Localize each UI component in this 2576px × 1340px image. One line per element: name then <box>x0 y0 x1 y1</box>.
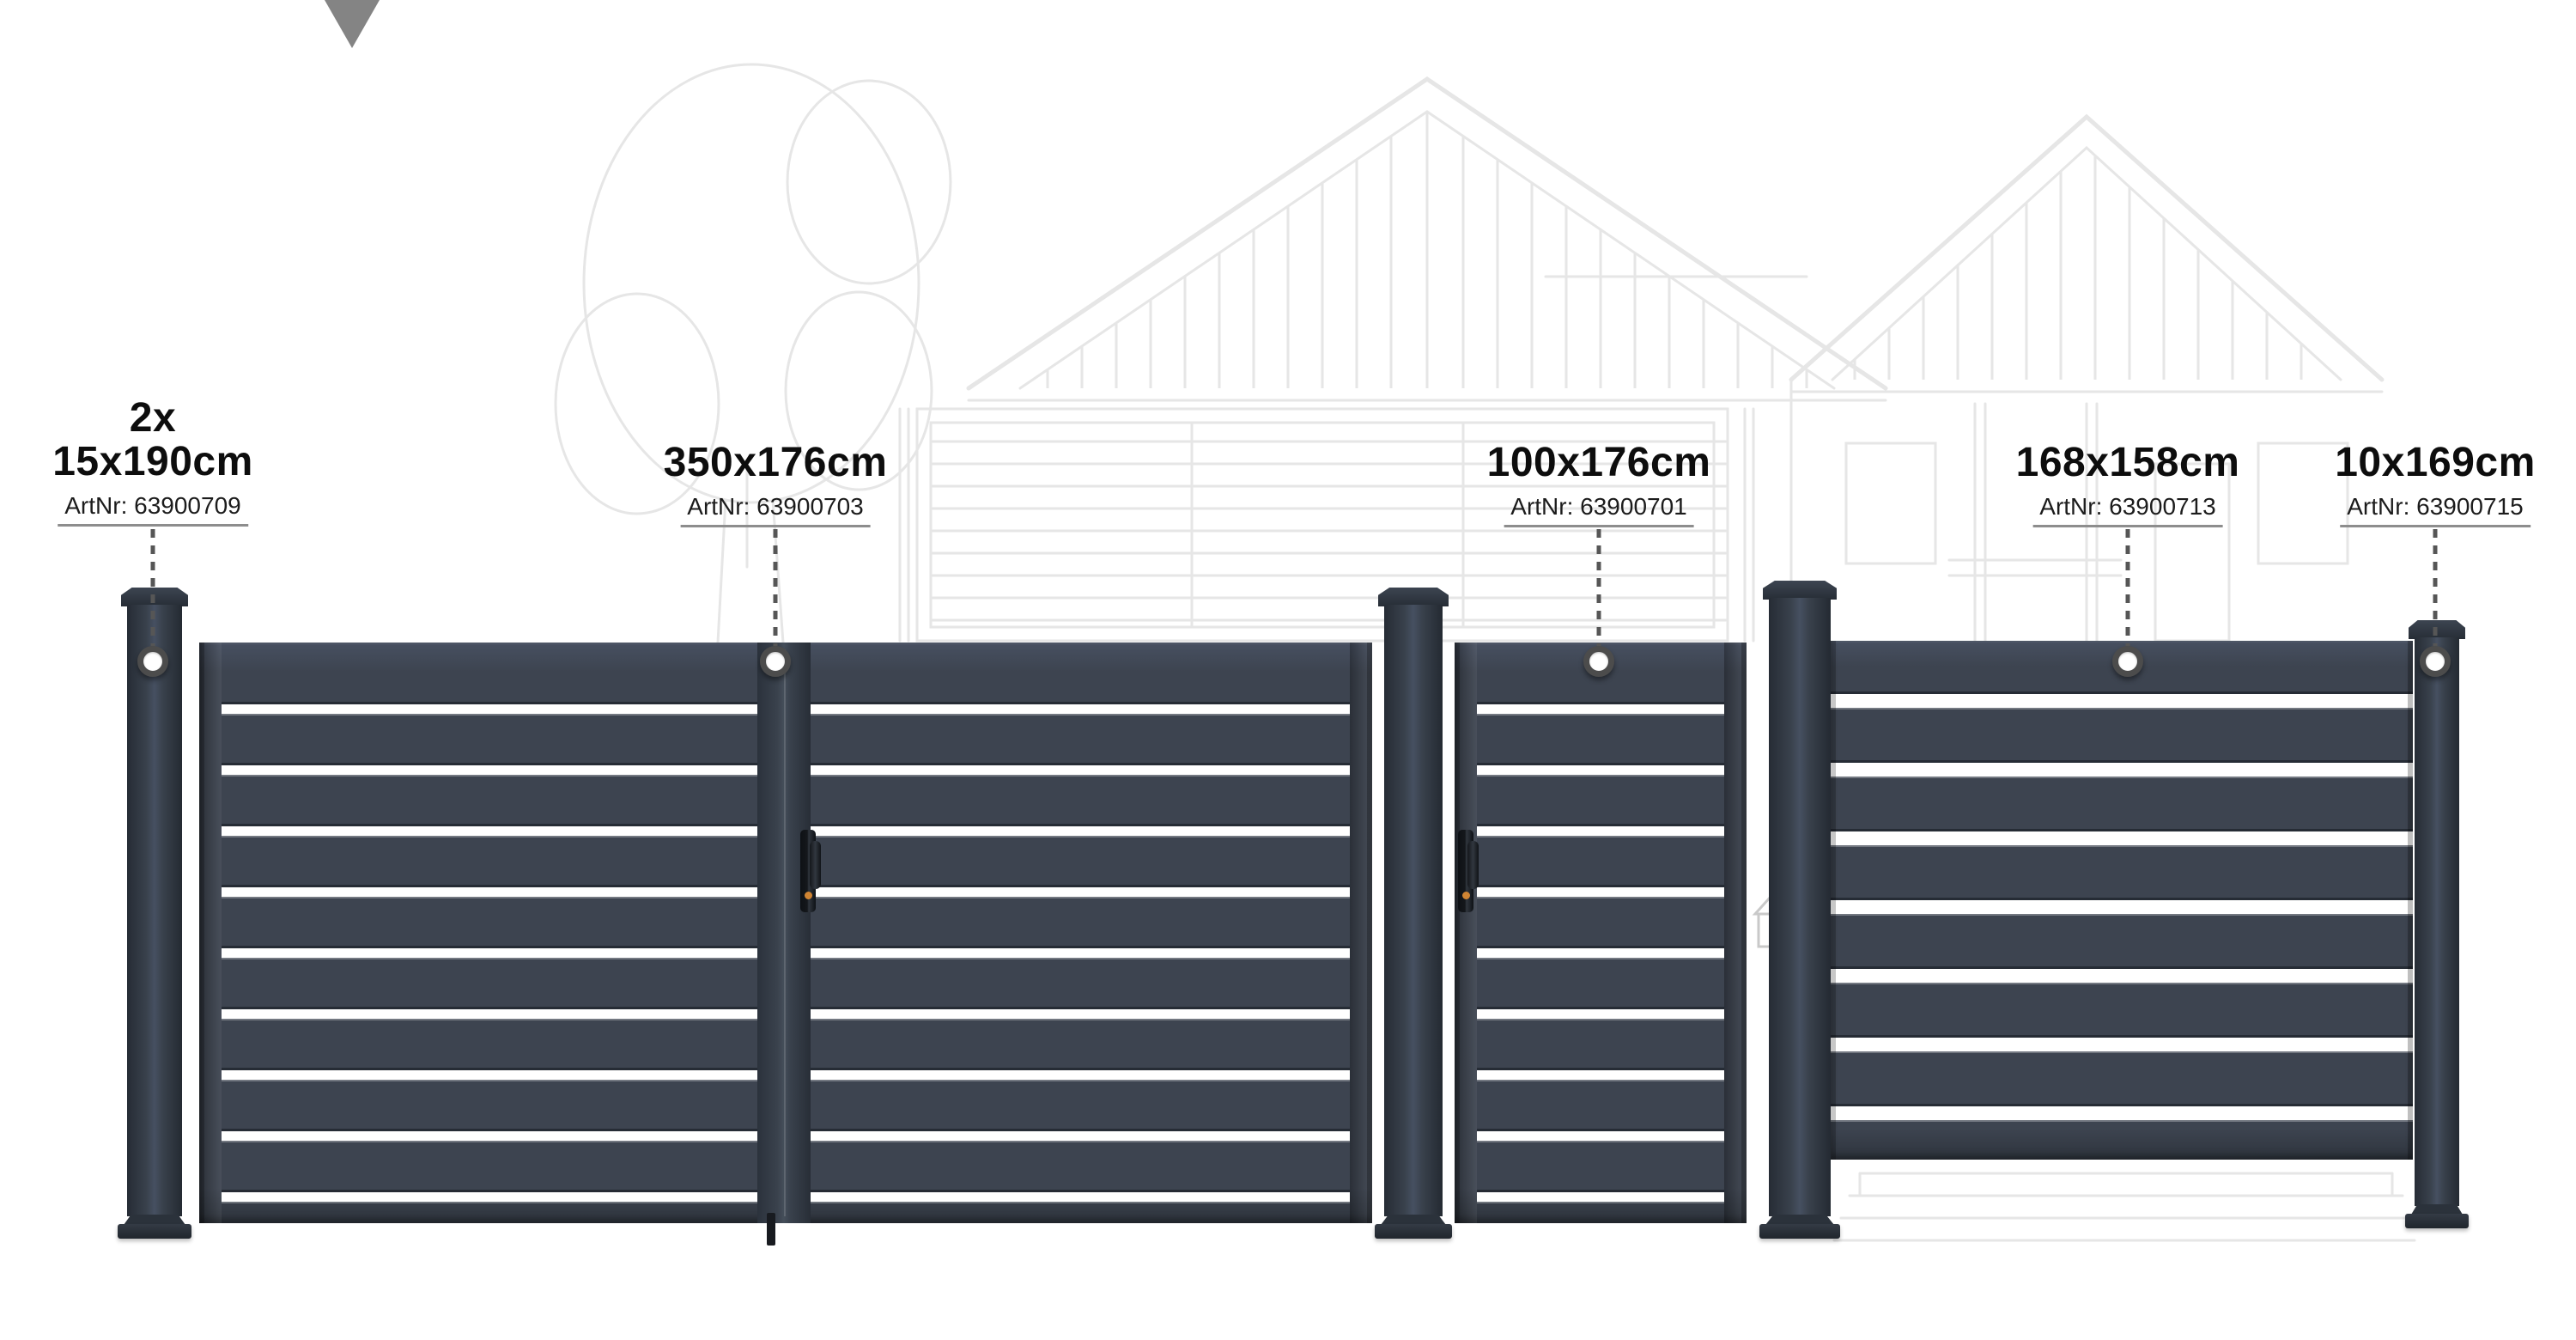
gate-handle <box>1458 830 1489 914</box>
post-body <box>1769 598 1831 1216</box>
post-base-flare <box>2411 1204 2463 1215</box>
artnr-label: ArtNr: 63900709 <box>58 492 248 527</box>
artnr-label: ArtNr: 63900713 <box>2032 493 2223 527</box>
post-body <box>127 605 182 1216</box>
gate-stile-right <box>1350 643 1372 1223</box>
steps-sketch <box>1832 1172 2416 1242</box>
callout-connector-fence-panel <box>2125 529 2130 646</box>
right-house-sketch <box>1544 113 2385 643</box>
dimension-label: 100x176cm <box>1486 440 1711 485</box>
gate-handle <box>800 830 831 914</box>
post-base-plate <box>1375 1224 1452 1239</box>
dimension-label: 10x169cm <box>2335 440 2536 485</box>
tree-sketch <box>554 63 952 644</box>
post-cap <box>1763 581 1837 600</box>
double-gate <box>199 643 1372 1223</box>
gate-drop-bolt <box>767 1213 775 1246</box>
callout-connector-posts <box>150 529 155 646</box>
hotspot-marker-posts[interactable] <box>137 646 168 677</box>
post-base-plate <box>2405 1214 2469 1228</box>
post-base-plate <box>1759 1224 1840 1239</box>
callout-single-gate: 100x176cm ArtNr: 63900701 <box>1486 440 1711 527</box>
post-base-flare <box>1765 1215 1834 1225</box>
tree-tip-silhouette <box>325 0 380 48</box>
callout-double-gate: 350x176cm ArtNr: 63900703 <box>663 440 888 527</box>
callout-end-post: 10x169cm ArtNr: 63900715 <box>2335 440 2536 527</box>
gate-center-stile <box>757 643 811 1223</box>
dimension-label: 15x190cm <box>52 438 253 484</box>
hotspot-marker-end-post[interactable] <box>2420 646 2451 677</box>
callout-connector-end-post <box>2433 529 2438 646</box>
callout-posts: 2x 15x190cm ArtNr: 63900709 <box>52 395 253 527</box>
fence-post-end <box>2405 620 2469 1228</box>
post-body <box>1384 605 1443 1216</box>
handle-lever <box>810 841 821 889</box>
fence-post-left <box>118 588 191 1239</box>
quantity-label: 2x <box>129 395 177 441</box>
post-base-flare <box>124 1215 185 1225</box>
keyhole-cylinder <box>805 892 812 899</box>
keyhole-cylinder <box>1462 892 1470 899</box>
gate-slats <box>1477 655 1724 1206</box>
callout-fence-panel: 168x158cm ArtNr: 63900713 <box>2015 440 2240 527</box>
hotspot-marker-double-gate[interactable] <box>760 646 791 677</box>
fence-post-middle <box>1375 588 1452 1239</box>
callout-connector-double-gate <box>773 529 778 646</box>
post-base-flare <box>1381 1215 1446 1225</box>
post-cap <box>1378 588 1449 606</box>
dimension-label: 350x176cm <box>663 440 888 485</box>
post-body <box>2415 637 2459 1206</box>
hotspot-marker-single-gate[interactable] <box>1583 646 1614 677</box>
post-base-plate <box>118 1224 191 1239</box>
gate-stile-right <box>1724 643 1747 1223</box>
callout-connector-single-gate <box>1596 529 1601 646</box>
gate-slats-right-leaf <box>811 655 1350 1206</box>
fence-post-panel-left <box>1759 581 1840 1239</box>
fence-panel <box>1831 641 2413 1160</box>
panel-slats <box>1831 641 2413 1160</box>
gate-slats-left-leaf <box>222 655 757 1206</box>
garage-sketch <box>898 76 1888 643</box>
single-gate <box>1455 643 1747 1223</box>
hotspot-marker-fence-panel[interactable] <box>2112 646 2143 677</box>
dimension-label: 168x158cm <box>2015 440 2240 485</box>
gate-stile-left <box>1455 643 1477 1223</box>
artnr-label: ArtNr: 63900701 <box>1504 493 1694 527</box>
leaf-meeting-seam <box>784 649 786 1216</box>
gate-stile-left <box>199 643 222 1223</box>
handle-lever <box>1467 841 1479 889</box>
artnr-label: ArtNr: 63900715 <box>2340 493 2530 527</box>
artnr-label: ArtNr: 63900703 <box>680 493 871 527</box>
